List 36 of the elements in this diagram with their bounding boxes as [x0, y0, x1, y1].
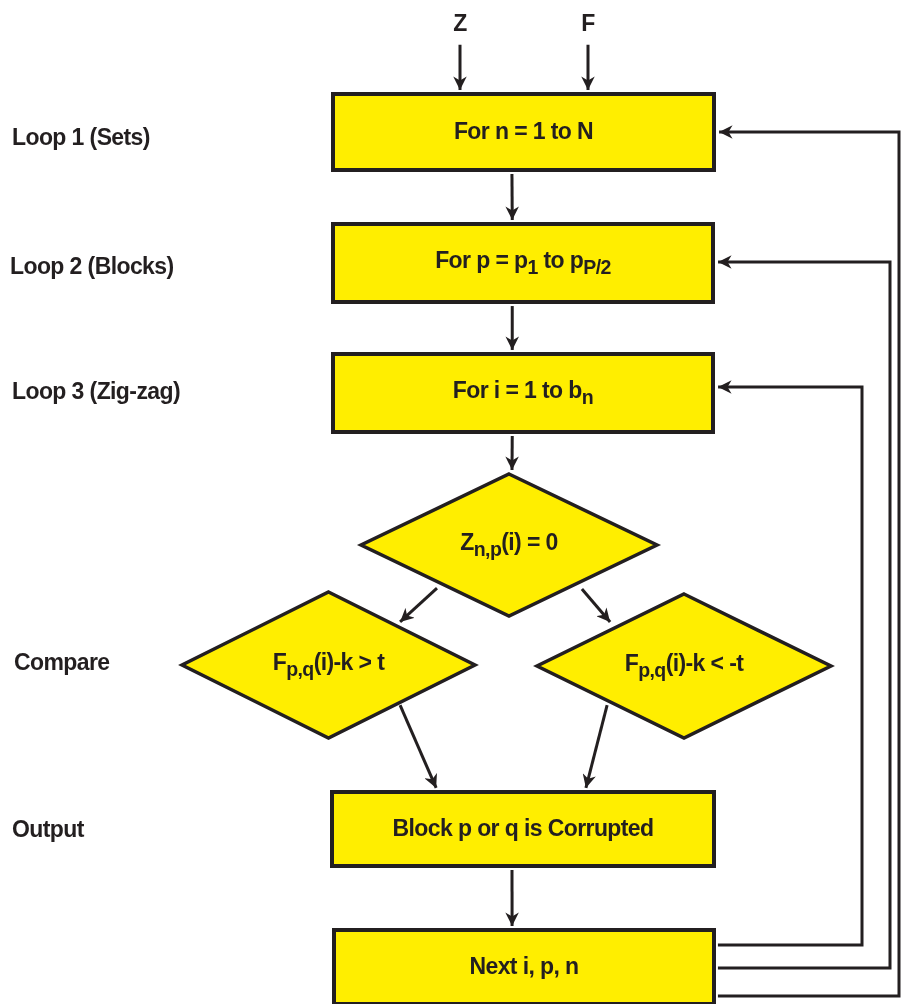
node-text: F$_{p,q}$(i)-k > t — [272, 649, 385, 681]
input-label: Z — [453, 11, 467, 37]
process-box — [332, 928, 716, 1004]
arrow — [717, 255, 892, 970]
node-text: Next i, p, n — [469, 954, 579, 980]
decision-diamond — [535, 592, 833, 740]
row-label: Loop 1 (Sets) — [12, 124, 150, 151]
row-label: Output — [12, 816, 84, 843]
process-box — [331, 92, 716, 172]
input-label: F — [581, 11, 595, 37]
arrow — [398, 704, 438, 789]
decision-diamond — [180, 590, 477, 740]
node-text: For n = 1 to N — [453, 119, 594, 145]
arrow — [505, 306, 519, 350]
arrow — [505, 174, 519, 220]
node-text: F$_{p,q}$(i)-k < -t — [624, 650, 744, 682]
arrow — [581, 44, 595, 90]
process-box — [331, 222, 715, 304]
arrow — [717, 380, 864, 947]
node-text: Block p or q is Corrupted — [392, 816, 654, 842]
process-box — [330, 790, 716, 868]
arrow — [580, 587, 612, 623]
arrow — [505, 870, 519, 926]
process-box — [331, 352, 715, 434]
arrow — [399, 586, 438, 624]
row-label: Loop 2 (Blocks) — [10, 253, 174, 280]
node-text: For i = 1 to b$_{n}$ — [452, 377, 594, 409]
arrow — [453, 44, 467, 90]
decision-diamond — [359, 472, 659, 618]
node-text: For p = p$_{1}$ to p$_{P/2}$ — [435, 247, 611, 279]
arrow — [582, 704, 609, 789]
row-label: Loop 3 (Zig-zag) — [12, 378, 180, 405]
arrow — [717, 125, 901, 998]
row-label: Compare — [14, 649, 110, 676]
node-text: Z$_{n,p}$(i) = 0 — [460, 529, 558, 561]
arrow — [505, 436, 519, 470]
